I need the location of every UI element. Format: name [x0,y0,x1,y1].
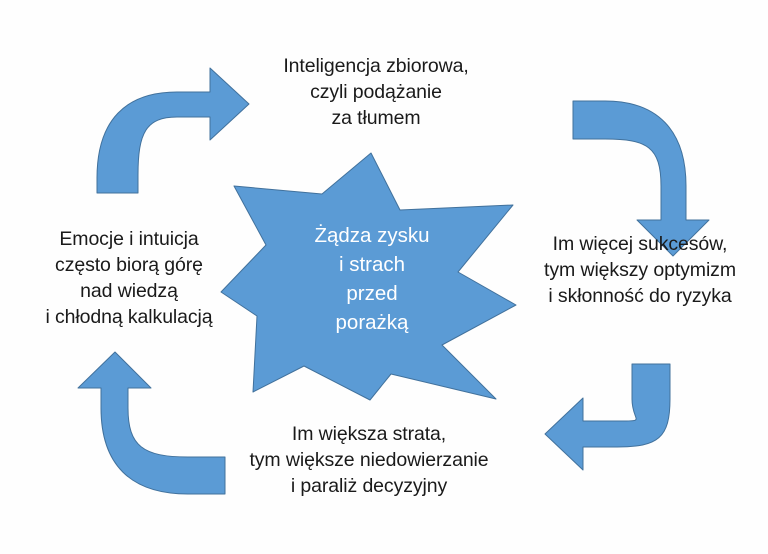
center-star-shape [220,152,517,401]
node-label-bottom: Im większa strata, tym większe niedowier… [249,423,489,497]
node-label-top: Inteligencja zbiorowa, czyli podążanie z… [283,55,469,129]
arrow-top-left-icon [96,67,250,194]
center-star-label: Żądza zysku i strach przed porażką [314,224,430,335]
arrow-bottom-right-icon [544,363,671,471]
arrow-top-right-icon [572,100,710,257]
arrow-bottom-left-icon [77,351,226,495]
node-label-right: Im więcej sukcesów, tym większy optymizm… [544,233,736,307]
node-label-left: Emocje i intuicja często biorą górę nad … [45,228,213,328]
